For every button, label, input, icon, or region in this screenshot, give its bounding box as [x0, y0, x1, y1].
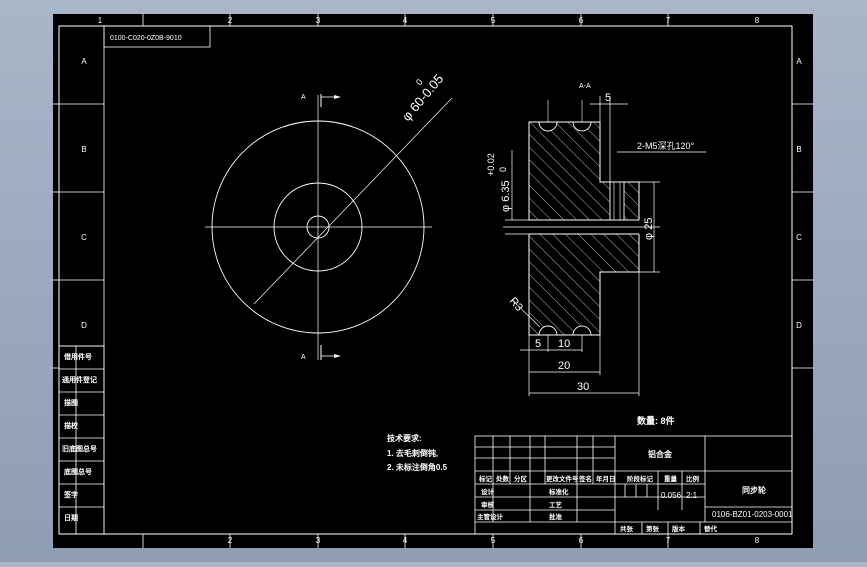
zone-row-d-right: D	[796, 321, 802, 330]
zone-col-6: 6	[579, 16, 584, 25]
zone-labels: 1 2 3 4 5 6 7 8 2 3 4 5 6 7 8 A B C D A …	[81, 16, 802, 545]
left-label-1: 借用件号	[63, 352, 92, 361]
left-label-2: 通用件登记	[62, 375, 97, 384]
zone-col-8: 8	[755, 16, 760, 25]
tb-stage-label: 阶段标记	[627, 474, 654, 483]
section-view: A-A	[486, 83, 706, 396]
tb-checker: 审核	[481, 500, 495, 509]
tb-row-label-4: 更改文件号	[546, 474, 579, 483]
tb-material: 铝合金	[648, 449, 673, 459]
zone-row-b-right: B	[796, 145, 801, 154]
zone-col-5-bottom: 5	[491, 536, 496, 545]
left-record-table: 借用件号 通用件登记 描图 描校 旧底图总号 底图总号 签字 日期	[58, 345, 105, 535]
left-label-7: 签字	[63, 490, 78, 499]
cut-arrowhead-bottom	[334, 354, 341, 358]
zone-col-4-bottom: 4	[403, 536, 408, 545]
zone-col-8-bottom: 8	[755, 536, 760, 545]
dim-5: 5	[535, 338, 541, 350]
tb-sheet-2: 第张	[646, 524, 660, 533]
zone-row-d: D	[81, 321, 87, 330]
tb-sheet-4: 替代	[704, 524, 718, 533]
dim-outer-dia-tol: 0	[414, 77, 425, 87]
zone-ticks	[53, 14, 813, 548]
tb-weight: 0.056	[661, 491, 682, 500]
zone-row-b: B	[81, 145, 86, 154]
tb-scale: 2:1	[686, 491, 698, 500]
tb-craft: 工艺	[549, 500, 563, 509]
dim-20: 20	[558, 360, 570, 372]
zone-col-3: 3	[316, 16, 321, 25]
cut-arrowhead-top	[334, 95, 341, 99]
dim-thread: 2-M5深孔120°	[637, 141, 695, 151]
sheet-background	[53, 14, 813, 548]
tb-sheet-1: 共张	[620, 524, 634, 533]
grooves-bottom	[538, 325, 592, 336]
dim-bore-tol-upper: +0.02	[486, 153, 496, 176]
left-label-4: 描校	[64, 421, 79, 430]
zone-col-6-bottom: 6	[579, 536, 584, 545]
dim-top-5: 5	[605, 92, 611, 104]
zone-col-2: 2	[228, 16, 233, 25]
zone-col-2-bottom: 2	[228, 536, 233, 545]
zone-row-c-right: C	[796, 233, 802, 242]
zone-row-c: C	[81, 233, 87, 242]
zone-row-a-right: A	[796, 57, 802, 66]
tb-weight-label: 重量	[664, 474, 678, 483]
tech-title: 技术要求:	[387, 433, 422, 443]
tb-approve: 批准	[549, 512, 563, 521]
tb-scale-label: 比例	[686, 474, 700, 483]
zone-col-1: 1	[98, 16, 103, 25]
tb-chief: 主管设计	[477, 512, 504, 521]
tb-row-label-5: 签名	[578, 474, 592, 483]
zone-col-7: 7	[666, 16, 671, 25]
left-label-8: 日期	[64, 513, 78, 522]
thread-hole	[609, 181, 625, 221]
dim-bore-value: φ 6.35	[500, 180, 512, 212]
dim-10: 10	[558, 338, 570, 350]
dim-hub-dia: φ 25	[643, 218, 655, 240]
zone-col-5: 5	[491, 16, 496, 25]
zone-col-3-bottom: 3	[316, 536, 321, 545]
tech-line-2: 2. 未标注倒角0.5	[387, 462, 448, 472]
zone-col-4: 4	[403, 16, 408, 25]
tb-name: 同步轮	[742, 485, 766, 495]
cut-label-bottom: A	[301, 354, 306, 361]
dim-30: 30	[577, 381, 589, 393]
tech-line-1: 1. 去毛刺倒钝,	[387, 448, 438, 458]
tb-row-label-6: 年月日	[596, 474, 616, 483]
tb-drawing-no: 0106-BZ01-0203-0001	[712, 510, 793, 519]
leader-dia-60	[253, 97, 453, 305]
title-block: 铝合金 同步轮 0106-BZ01-0203-0001 阶段标记 重量 比例 0…	[474, 435, 793, 535]
code-box-text: 0100-C020-0Z0B-9010	[110, 35, 182, 42]
left-label-5: 旧底图总号	[62, 444, 97, 453]
code-box	[103, 25, 211, 48]
tb-standard: 标准化	[548, 487, 569, 496]
left-label-3: 描图	[64, 398, 78, 407]
quantity-note: 数量: 8件	[637, 415, 675, 426]
section-dim-text: 5 2-M5深孔120° φ 6.35 +0.02 0 φ 25 R3 5 10…	[486, 92, 695, 393]
tb-row-label-1: 标记	[478, 474, 493, 483]
tech-requirements: 技术要求: 1. 去毛刺倒钝, 2. 未标注倒角0.5	[387, 433, 448, 472]
tb-designer: 设计	[481, 487, 495, 496]
left-label-6: 底图总号	[64, 467, 92, 476]
zone-row-a: A	[81, 57, 87, 66]
grooves-top	[538, 121, 592, 132]
dim-bore-tol-lower: 0	[498, 167, 508, 172]
tb-row-label-2: 处数	[495, 474, 510, 483]
section-dimensions	[505, 96, 706, 396]
cut-label-top: A	[301, 94, 306, 101]
tb-sheet-3: 版本	[671, 524, 686, 533]
section-label: A-A	[579, 83, 591, 90]
zone-col-7-bottom: 7	[666, 536, 671, 545]
tb-row-label-3: 分区	[514, 474, 528, 483]
